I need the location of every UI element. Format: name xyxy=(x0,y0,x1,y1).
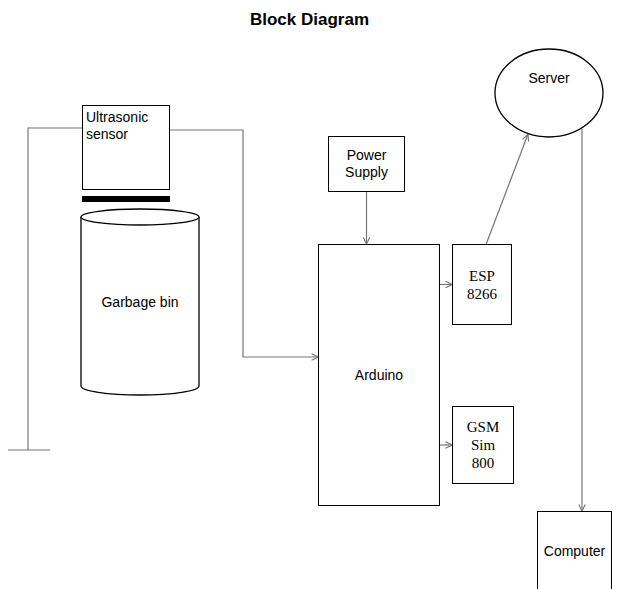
computer-box: Computer xyxy=(537,511,612,589)
arduino-box: Arduino xyxy=(318,244,440,506)
circle-outline xyxy=(494,48,604,138)
node-label: Computer xyxy=(544,543,605,560)
node-label: Server xyxy=(528,70,569,87)
connector-arrow xyxy=(581,129,582,511)
server-outline xyxy=(495,49,603,137)
diagram-title: Block Diagram xyxy=(0,10,619,30)
gsm-module-box: GSM Sim 800 xyxy=(452,406,514,484)
node-label: ESP 8266 xyxy=(461,267,503,303)
node-label: GSM Sim 800 xyxy=(458,418,508,472)
bin-body xyxy=(81,217,199,395)
sensor-box: Ultrasonic sensor xyxy=(82,105,170,190)
garbage-bin: Garbage bin xyxy=(80,208,200,396)
connector-arrow xyxy=(486,135,528,245)
sensor-plate xyxy=(82,196,170,202)
esp-module-box: ESP 8266 xyxy=(452,244,512,325)
ground-wire xyxy=(28,128,82,450)
connector-arrow xyxy=(440,444,452,445)
ground-line xyxy=(8,449,50,450)
connector-arrow xyxy=(366,192,367,244)
power-supply-box: Power Supply xyxy=(328,136,405,192)
server-circle: Server xyxy=(494,48,604,138)
bin-lid xyxy=(81,209,199,225)
node-label: Garbage bin xyxy=(101,294,178,311)
connector-arrow xyxy=(440,284,452,285)
node-label: Arduino xyxy=(355,367,403,384)
node-label: Ultrasonic sensor xyxy=(86,109,156,143)
node-label: Power Supply xyxy=(337,147,397,181)
